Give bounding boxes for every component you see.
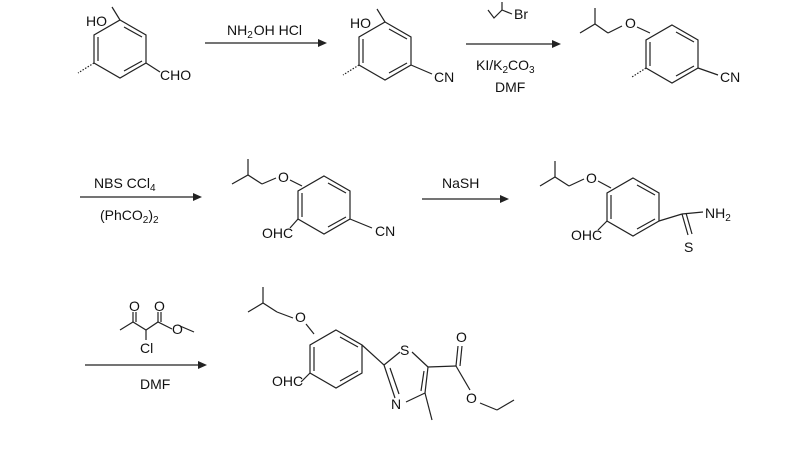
sm-hydroxyl-label: HO — [86, 13, 107, 29]
product-ester-oxygen: O — [466, 390, 477, 406]
product-ether-oxygen: O — [295, 309, 306, 325]
thioamide-structure: O OHC NH2 S — [539, 161, 731, 255]
sm-aldehyde-label: CHO — [160, 67, 191, 83]
chloroketoester-chlorine: Cl — [140, 340, 153, 356]
arrow2-bromide-label: Br — [514, 6, 528, 22]
chloroketoester-carbonyl-oxygen: O — [154, 298, 165, 314]
formyl-nitrile-structure: O OHC CN — [231, 159, 395, 241]
product-thiazole-nitrogen: N — [391, 396, 401, 412]
arrow1-reagent: NH2OH HCl — [227, 22, 302, 41]
arrow3-bromination-reagents: NBS CCl4 — [94, 175, 156, 194]
p3-nitrile-label: CN — [375, 223, 395, 239]
p3-aldehyde-label: OHC — [262, 225, 293, 241]
p2-nitrile-label: CN — [720, 69, 740, 85]
reaction-arrow-5: O O O Cl DMF — [85, 298, 207, 392]
p4-amine-label: NH2 — [705, 205, 731, 224]
arrow3-initiator: (PhCO2)2 — [100, 207, 159, 226]
chloroketoester-ketone-oxygen: O — [129, 298, 140, 314]
reaction-arrow-1: NH2OH HCl — [205, 22, 327, 47]
reaction-arrow-3: NBS CCl4 (PhCO2)2 — [80, 175, 202, 226]
p1-nitrile-label: CN — [434, 69, 454, 85]
starting-material-structure: HO CHO — [77, 6, 191, 83]
arrow5-solvent: DMF — [140, 376, 170, 392]
isobutoxy-nitrile-structure: O CN — [579, 8, 740, 85]
product-thiazole-sulfur: S — [400, 342, 409, 358]
product-ester-carbonyl-oxygen: O — [456, 329, 467, 345]
p2-ether-oxygen: O — [625, 15, 636, 31]
thiazole-product-structure: O OHC S N O O — [247, 287, 515, 421]
product-aldehyde-label: OHC — [272, 373, 303, 389]
p4-thione-sulfur: S — [684, 239, 693, 255]
p3-ether-oxygen: O — [278, 169, 289, 185]
nitrile-intermediate-structure: HO CN — [342, 8, 454, 85]
arrow2-solvent: DMF — [495, 79, 525, 95]
reaction-arrow-4: NaSH — [422, 175, 509, 203]
arrow4-reagent: NaSH — [442, 175, 479, 191]
arrow2-base-conditions: KI/K2CO3 — [476, 57, 535, 76]
p1-hydroxyl-label: HO — [350, 15, 371, 31]
p4-ether-oxygen: O — [586, 170, 597, 186]
chloroketoester-ester-oxygen: O — [172, 321, 183, 337]
reaction-arrow-2: Br KI/K2CO3 DMF — [466, 2, 561, 95]
p4-aldehyde-label: OHC — [571, 227, 602, 243]
